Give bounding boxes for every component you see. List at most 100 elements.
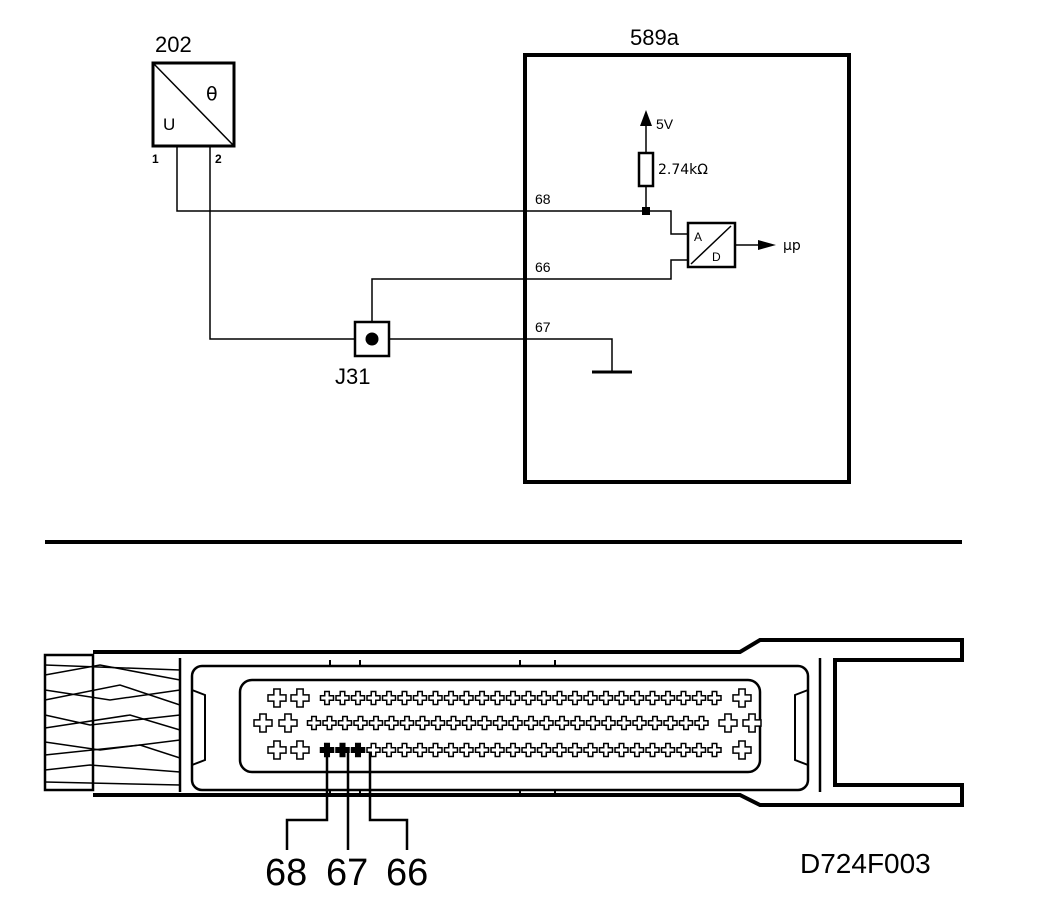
connector-pin-used xyxy=(335,742,350,758)
connector-pin xyxy=(567,742,583,758)
connector-pin xyxy=(554,715,570,731)
pin-label-66: 66 xyxy=(386,852,428,894)
connector-pin xyxy=(492,715,508,731)
connector-pin xyxy=(350,690,366,706)
sensor-box xyxy=(151,61,236,148)
supply-5v: 5V xyxy=(640,110,674,132)
connector-pin xyxy=(412,690,428,706)
wire-resistor-adc xyxy=(645,187,688,235)
connector-pin xyxy=(278,713,298,733)
leader-68 xyxy=(285,752,329,850)
connector-pin xyxy=(536,690,552,706)
connector-pin-used xyxy=(319,742,335,758)
connector-pin xyxy=(335,690,350,706)
sensor-202: 202 U θ 1 2 xyxy=(151,32,236,166)
wire-label-68: 68 xyxy=(535,191,551,207)
connector-pin xyxy=(678,715,694,731)
connector-housing xyxy=(190,664,810,792)
connector-pin xyxy=(490,690,505,706)
connector-pin xyxy=(583,742,598,758)
connector-pins xyxy=(253,688,762,760)
connector-pin xyxy=(267,688,287,708)
connector-pin xyxy=(536,742,552,758)
sensor-pin-1: 1 xyxy=(152,152,159,166)
connector-pin xyxy=(676,742,691,758)
connector-pin xyxy=(399,715,415,731)
pin-leaders xyxy=(285,752,409,850)
connector-pin xyxy=(384,715,399,731)
adc-label-a: A xyxy=(694,230,702,244)
connector-pin xyxy=(337,715,353,731)
connector-pin xyxy=(585,715,601,731)
connector-pin xyxy=(428,742,443,758)
sensor-symbol-u: U xyxy=(163,115,175,134)
sensor-diagonal xyxy=(152,62,235,147)
connector-pin xyxy=(412,742,428,758)
connector-pin xyxy=(446,715,461,731)
connector-pin xyxy=(366,690,381,706)
connector-pin xyxy=(428,690,443,706)
connector-pin xyxy=(583,690,598,706)
resistor-body xyxy=(637,151,655,188)
junction-dot xyxy=(365,332,379,346)
supply-arrow-icon xyxy=(640,110,652,126)
connector-pin xyxy=(598,690,614,706)
connector-pin xyxy=(732,688,752,708)
connector-pin xyxy=(616,715,632,731)
connector-pin xyxy=(614,742,629,758)
wires xyxy=(176,118,688,371)
connector-pin xyxy=(691,742,707,758)
junction-j31: J31 xyxy=(335,320,391,389)
resistor: 2.74kΩ xyxy=(637,151,708,188)
adc-diagonal xyxy=(690,225,732,265)
connector-pin xyxy=(552,690,567,706)
wire-67-sensor-side xyxy=(209,146,355,340)
connector-pin xyxy=(598,742,614,758)
connector-pin xyxy=(707,742,722,758)
connector-pin-used xyxy=(350,742,366,758)
pin-label-67: 67 xyxy=(326,852,368,894)
connector-pin xyxy=(718,713,738,733)
connector-pin xyxy=(505,742,521,758)
connector-pin xyxy=(508,715,523,731)
connector-pin xyxy=(267,740,287,760)
connector-pin xyxy=(614,690,629,706)
wire-67-ground-side xyxy=(389,338,613,371)
sensor-ref: 202 xyxy=(155,32,192,57)
connector-shell xyxy=(93,638,964,807)
connector-pin xyxy=(663,715,678,731)
connector-pin xyxy=(567,690,583,706)
ecu-box xyxy=(523,53,851,484)
connector-pin xyxy=(742,713,762,733)
connector-pin xyxy=(322,715,337,731)
connector-pin xyxy=(521,742,536,758)
ecu-589a: 589a xyxy=(523,25,851,484)
connector-pin xyxy=(459,690,474,706)
connector-pin xyxy=(253,713,273,733)
connector-pin xyxy=(290,688,310,708)
adc-output-label: μp xyxy=(783,238,801,254)
wire-label-67: 67 xyxy=(535,319,551,335)
wire-68 xyxy=(176,146,646,212)
leader-66 xyxy=(368,752,409,850)
connector-pin xyxy=(521,690,536,706)
figure-id: D724F003 xyxy=(800,848,931,879)
adc-output-arrow-icon xyxy=(758,240,776,250)
connector-pin xyxy=(319,690,335,706)
connector-pin xyxy=(381,742,397,758)
pin-label-68: 68 xyxy=(265,852,307,894)
ecu-ref: 589a xyxy=(630,25,680,50)
connector-pin xyxy=(523,715,539,731)
connector-pin xyxy=(443,690,459,706)
connector-pin xyxy=(474,690,490,706)
connector-pin xyxy=(443,742,459,758)
connector-pin xyxy=(415,715,430,731)
connector-pin xyxy=(366,742,381,758)
wire-bundle-strands xyxy=(44,664,181,786)
resistor-label: 2.74kΩ xyxy=(658,162,708,178)
connector-pin xyxy=(694,715,709,731)
connector-pin xyxy=(632,715,647,731)
connector-pin xyxy=(505,690,521,706)
connector-pin xyxy=(461,715,477,731)
